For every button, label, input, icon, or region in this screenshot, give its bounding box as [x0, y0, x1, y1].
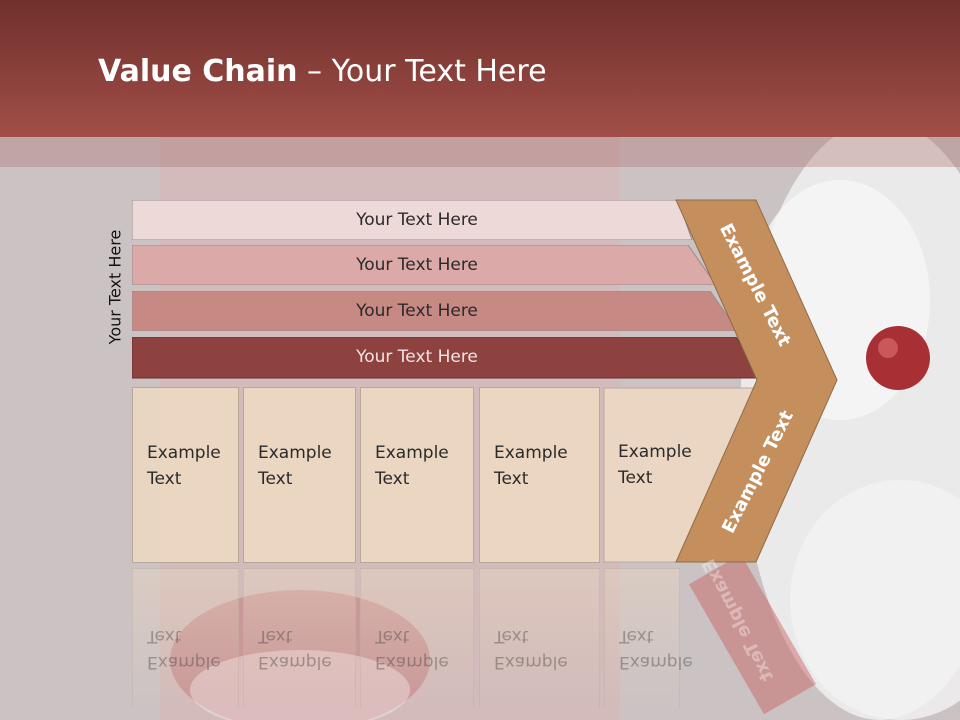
slide-title-rest: – Your Text Here — [297, 54, 547, 89]
reflection-4: Example Text — [479, 568, 600, 708]
example-box-5: Example Text — [604, 387, 704, 563]
example-box-2-label: Example Text — [258, 443, 332, 489]
example-box-4-label: Example Text — [494, 443, 568, 489]
side-label: Your Text Here — [105, 229, 125, 345]
header-band — [0, 137, 960, 167]
reflection-2: Example Text — [243, 568, 356, 708]
example-box-4: Example Text — [479, 387, 600, 563]
reflection-2-label: Example Text — [258, 626, 332, 672]
row-2-shape — [132, 245, 717, 285]
example-box-5-label: Example Text — [618, 442, 692, 488]
example-box-2: Example Text — [243, 387, 356, 563]
example-box-3-label: Example Text — [375, 443, 449, 489]
value-chevron — [675, 199, 838, 563]
example-box-3: Example Text — [360, 387, 474, 563]
row-1-shape — [132, 200, 693, 240]
reflection-1-label: Example Text — [147, 626, 221, 672]
example-box-1-label: Example Text — [147, 443, 221, 489]
title-bar — [0, 0, 960, 137]
reflection-1: Example Text — [132, 568, 239, 708]
row-3-label: Your Text Here — [356, 301, 478, 321]
row-3-shape — [132, 291, 739, 331]
reflection-3: Example Text — [360, 568, 474, 708]
reflection-3-label: Example Text — [375, 626, 449, 672]
reflection-5-label: Example Text — [619, 626, 693, 672]
slide-title: Value Chain – Your Text Here — [98, 54, 547, 89]
example-box-1: Example Text — [132, 387, 239, 563]
reflection-4-label: Example Text — [494, 626, 568, 672]
reflection-5: Example Text — [604, 568, 693, 708]
row-1-label: Your Text Here — [356, 210, 478, 230]
slide-title-bold: Value Chain — [98, 54, 298, 89]
row-2-label: Your Text Here — [356, 255, 478, 275]
row-4-label: Your Text Here — [356, 347, 478, 367]
